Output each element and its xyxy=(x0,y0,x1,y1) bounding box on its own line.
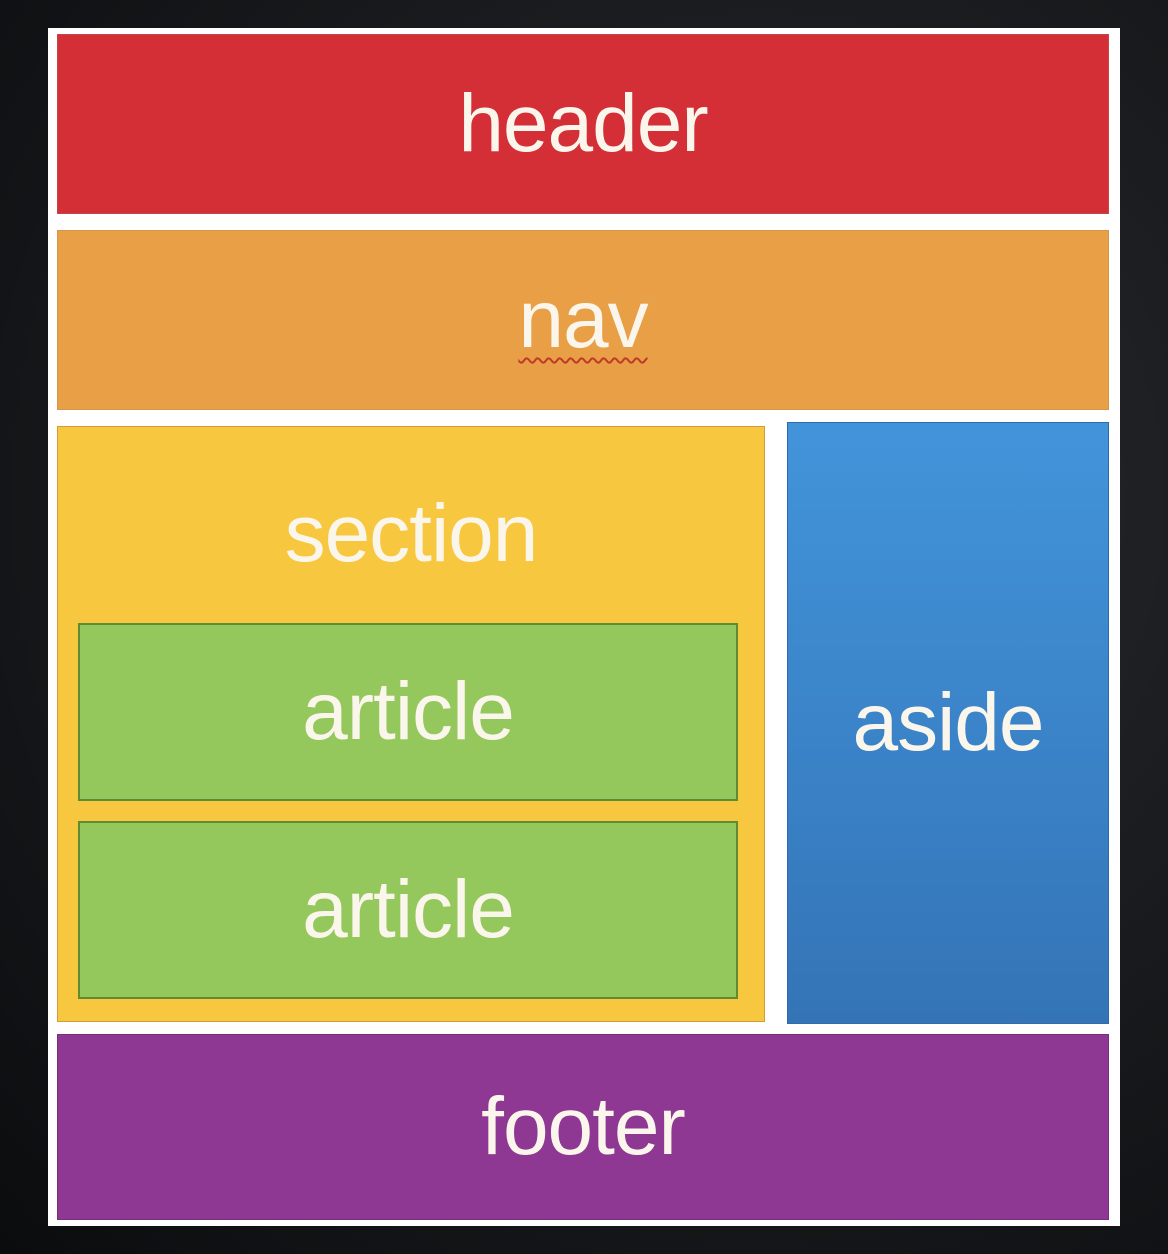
header-label: header xyxy=(458,78,708,169)
nav-label: nav xyxy=(518,274,648,365)
header-block: header xyxy=(57,34,1109,214)
article-block-2: article xyxy=(78,821,738,999)
nav-block: nav xyxy=(57,230,1109,410)
footer-label: footer xyxy=(481,1081,686,1172)
aside-label: aside xyxy=(852,677,1044,768)
section-block: section article article xyxy=(57,426,765,1022)
section-label: section xyxy=(284,488,539,579)
layout-diagram: header nav section article article aside… xyxy=(48,28,1120,1226)
article-label-1: article xyxy=(302,666,515,757)
article-label-2: article xyxy=(302,864,515,955)
article-block-1: article xyxy=(78,623,738,801)
aside-block: aside xyxy=(787,422,1109,1024)
footer-block: footer xyxy=(57,1034,1109,1220)
